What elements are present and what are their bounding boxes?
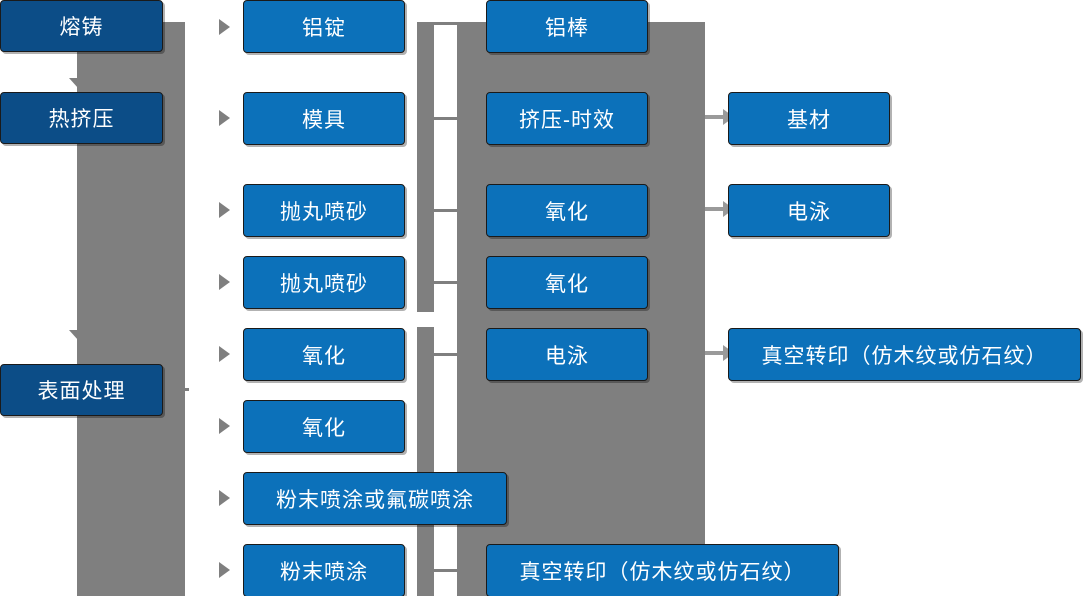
connector-tick-6 (434, 569, 457, 572)
process-node-6[interactable]: 氧化 (243, 400, 405, 453)
stage-node-1-label: 熔铸 (59, 16, 104, 39)
arrow-right-icon-proc-3 (219, 202, 230, 218)
process-node-8-label: 粉末喷涂 (280, 560, 368, 584)
secondary-node-5[interactable]: 电泳 (486, 328, 648, 381)
process-node-7[interactable]: 粉末喷涂或氟碳喷涂 (243, 472, 507, 525)
output-node-3[interactable]: 真空转印（仿木纹或仿石纹） (728, 328, 1081, 381)
connector-tick-4 (434, 281, 457, 284)
process-node-6-label: 氧化 (302, 416, 346, 440)
output-node-2[interactable]: 电泳 (728, 184, 890, 237)
connector-tick-1 (434, 22, 457, 25)
process-node-3[interactable]: 抛丸喷砂 (243, 184, 405, 237)
arrow-right-icon-proc-7 (219, 490, 230, 506)
arrow-right-icon-proc-2 (219, 110, 230, 126)
secondary-node-3-label: 氧化 (545, 200, 589, 224)
secondary-node-1[interactable]: 铝棒 (486, 0, 648, 53)
connector-rail-inner-lower (417, 327, 434, 596)
process-node-5[interactable]: 氧化 (243, 328, 405, 381)
stage-node-3-label: 表面处理 (37, 380, 126, 403)
arrow-down-icon-stage2 (69, 78, 87, 88)
process-node-7-label: 粉末喷涂或氟碳喷涂 (276, 488, 474, 512)
process-node-1-label: 铝锭 (302, 16, 346, 40)
secondary-node-1-label: 铝棒 (545, 16, 589, 40)
process-node-4[interactable]: 抛丸喷砂 (243, 256, 405, 309)
output-node-2-label: 电泳 (787, 200, 831, 224)
stage-node-2[interactable]: 热挤压 (0, 92, 163, 144)
arrow-right-icon-proc-1 (219, 19, 230, 35)
secondary-node-2-label: 挤压-时效 (519, 108, 615, 132)
process-node-2-label: 模具 (302, 108, 346, 132)
stage-node-3[interactable]: 表面处理 (0, 364, 163, 416)
output-node-3-label: 真空转印（仿木纹或仿石纹） (761, 344, 1048, 368)
stage-node-2-label: 热挤压 (48, 108, 115, 131)
process-node-3-label: 抛丸喷砂 (280, 200, 368, 224)
process-node-4-label: 抛丸喷砂 (280, 272, 368, 296)
process-node-8[interactable]: 粉末喷涂 (243, 544, 405, 596)
connector-rail-inner (417, 22, 434, 312)
output-node-1[interactable]: 基材 (728, 92, 890, 145)
process-node-5-label: 氧化 (302, 344, 346, 368)
secondary-node-4-label: 氧化 (545, 272, 589, 296)
process-node-1[interactable]: 铝锭 (243, 0, 405, 53)
secondary-node-6-label: 真空转印（仿木纹或仿石纹） (519, 560, 806, 584)
secondary-node-6[interactable]: 真空转印（仿木纹或仿石纹） (486, 544, 839, 596)
output-node-1-label: 基材 (787, 108, 831, 132)
process-node-2[interactable]: 模具 (243, 92, 405, 145)
arrow-right-icon-proc-8 (219, 562, 230, 578)
arrow-down-icon-stage3 (69, 330, 87, 340)
secondary-node-2[interactable]: 挤压-时效 (486, 92, 648, 145)
stage-node-1[interactable]: 熔铸 (0, 0, 163, 52)
secondary-node-5-label: 电泳 (545, 344, 589, 368)
secondary-node-3[interactable]: 氧化 (486, 184, 648, 237)
connector-tick-5 (434, 353, 457, 356)
connector-stage3-to-band (163, 388, 189, 391)
arrow-right-icon-proc-5 (219, 346, 230, 362)
connector-tick-3 (434, 209, 457, 212)
arrow-right-icon-proc-6 (219, 418, 230, 434)
secondary-node-4[interactable]: 氧化 (486, 256, 648, 309)
arrow-right-icon-proc-4 (219, 274, 230, 290)
connector-tick-2 (434, 117, 457, 120)
